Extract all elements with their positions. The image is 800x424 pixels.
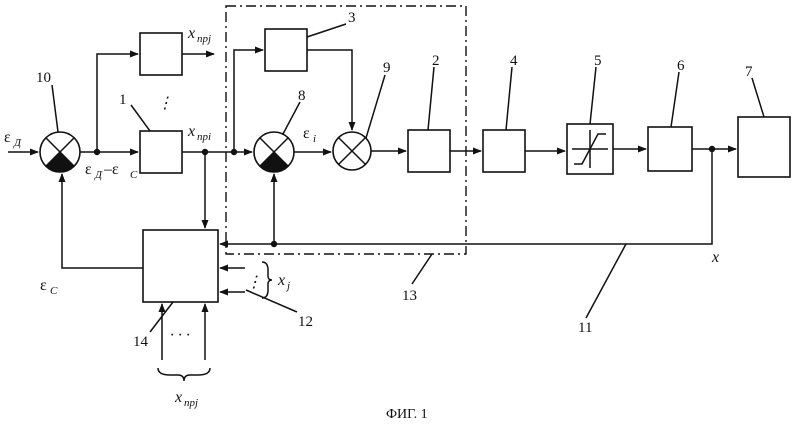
label-x-prj-top: x прj xyxy=(187,25,211,45)
svg-text:прj: прj xyxy=(197,33,211,45)
block-6 xyxy=(647,126,693,172)
block-14 xyxy=(142,229,219,303)
label-13: 13 xyxy=(402,288,417,304)
svg-text:x: x xyxy=(187,123,195,140)
figure-caption: ФИГ. 1 xyxy=(386,407,428,422)
label-x-prj-bottom: x прj xyxy=(174,389,198,409)
svg-text:Д: Д xyxy=(94,169,103,181)
svg-text:i: i xyxy=(313,133,316,145)
svg-text:x: x xyxy=(187,25,195,42)
block-1 xyxy=(139,130,183,174)
svg-text:–ε: –ε xyxy=(103,161,119,178)
label-1: 1 xyxy=(119,92,127,108)
dashed-frame-13 xyxy=(225,5,467,255)
svg-text:прj: прj xyxy=(184,397,198,409)
signal-lines xyxy=(8,46,737,382)
label-12: 12 xyxy=(298,314,313,330)
block-3 xyxy=(264,28,308,72)
label-5: 5 xyxy=(594,53,602,69)
label-4: 4 xyxy=(510,53,518,69)
label-11: 11 xyxy=(578,320,592,336)
svg-text:С: С xyxy=(50,285,58,297)
svg-text:x: x xyxy=(174,389,182,406)
svg-text:ε: ε xyxy=(40,277,47,294)
label-7: 7 xyxy=(745,64,753,80)
svg-text:ε: ε xyxy=(303,125,310,142)
label-6: 6 xyxy=(677,58,685,74)
saturation-symbol-icon xyxy=(572,130,608,168)
label-14: 14 xyxy=(133,334,149,350)
label-9: 9 xyxy=(383,60,391,76)
svg-text:ε: ε xyxy=(4,129,11,146)
label-x-j: x j xyxy=(277,272,290,292)
label-2: 2 xyxy=(432,53,440,69)
label-10: 10 xyxy=(36,70,51,86)
label-eps-i: ε i xyxy=(303,125,316,145)
svg-text:ε: ε xyxy=(85,161,92,178)
svg-text:прi: прi xyxy=(197,131,211,143)
leader-lines xyxy=(51,23,765,333)
label-eps-d: ε Д xyxy=(4,129,22,149)
label-8: 8 xyxy=(298,88,306,104)
multiplier-junction-9 xyxy=(332,131,372,171)
xj-ellipsis: ⋮ xyxy=(246,274,262,291)
svg-text:Д: Д xyxy=(13,137,22,149)
summing-junction-10 xyxy=(39,131,81,173)
svg-text:С: С xyxy=(130,169,138,181)
label-x-pri: x прi xyxy=(187,123,211,143)
junction-dots xyxy=(93,145,716,248)
svg-text:j: j xyxy=(285,280,290,292)
block-7 xyxy=(737,116,791,178)
vertical-ellipsis: ⋮ xyxy=(157,95,173,112)
block-upper-channel xyxy=(139,32,183,76)
label-eps-c: ε С xyxy=(40,277,58,297)
label-x-feedback: x xyxy=(711,249,719,266)
horizontal-ellipsis: · · · xyxy=(170,327,190,344)
svg-text:x: x xyxy=(277,272,285,289)
label-eps-d-minus-eps-c: ε Д –ε С xyxy=(85,161,138,181)
summing-junction-8 xyxy=(253,131,295,173)
block-2 xyxy=(407,129,451,173)
block-4 xyxy=(482,129,526,173)
label-3: 3 xyxy=(348,10,356,26)
